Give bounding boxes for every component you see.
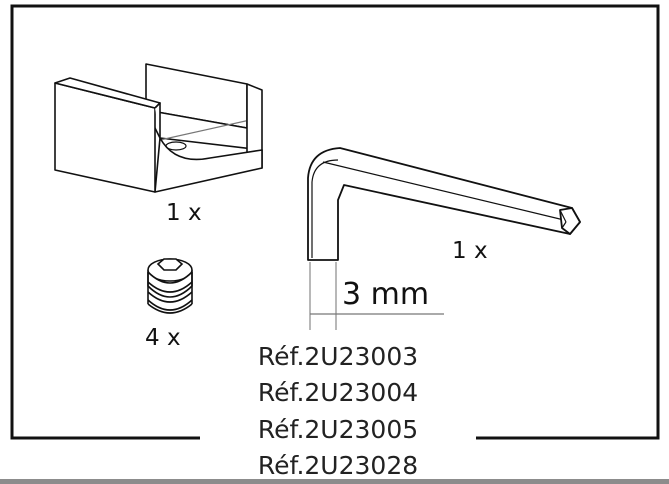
reference-code: Réf.2U23003 — [200, 344, 476, 369]
u-channel-clip-icon — [54, 63, 263, 193]
clip-quantity-label: 1 x — [166, 200, 202, 226]
hex-key-icon — [307, 147, 581, 261]
set-screw-quantity-label: 4 x — [145, 325, 181, 351]
reference-code: Réf.2U23028 — [200, 453, 476, 478]
reference-code: Réf.2U23004 — [200, 380, 476, 405]
hex-key-quantity-label: 1 x — [452, 238, 488, 264]
dimension-lines — [309, 262, 444, 330]
bottom-bar — [0, 479, 669, 484]
set-screw-icon — [147, 258, 193, 314]
hex-key-size-label: 3 mm — [342, 277, 430, 312]
reference-code: Réf.2U23005 — [200, 417, 476, 442]
